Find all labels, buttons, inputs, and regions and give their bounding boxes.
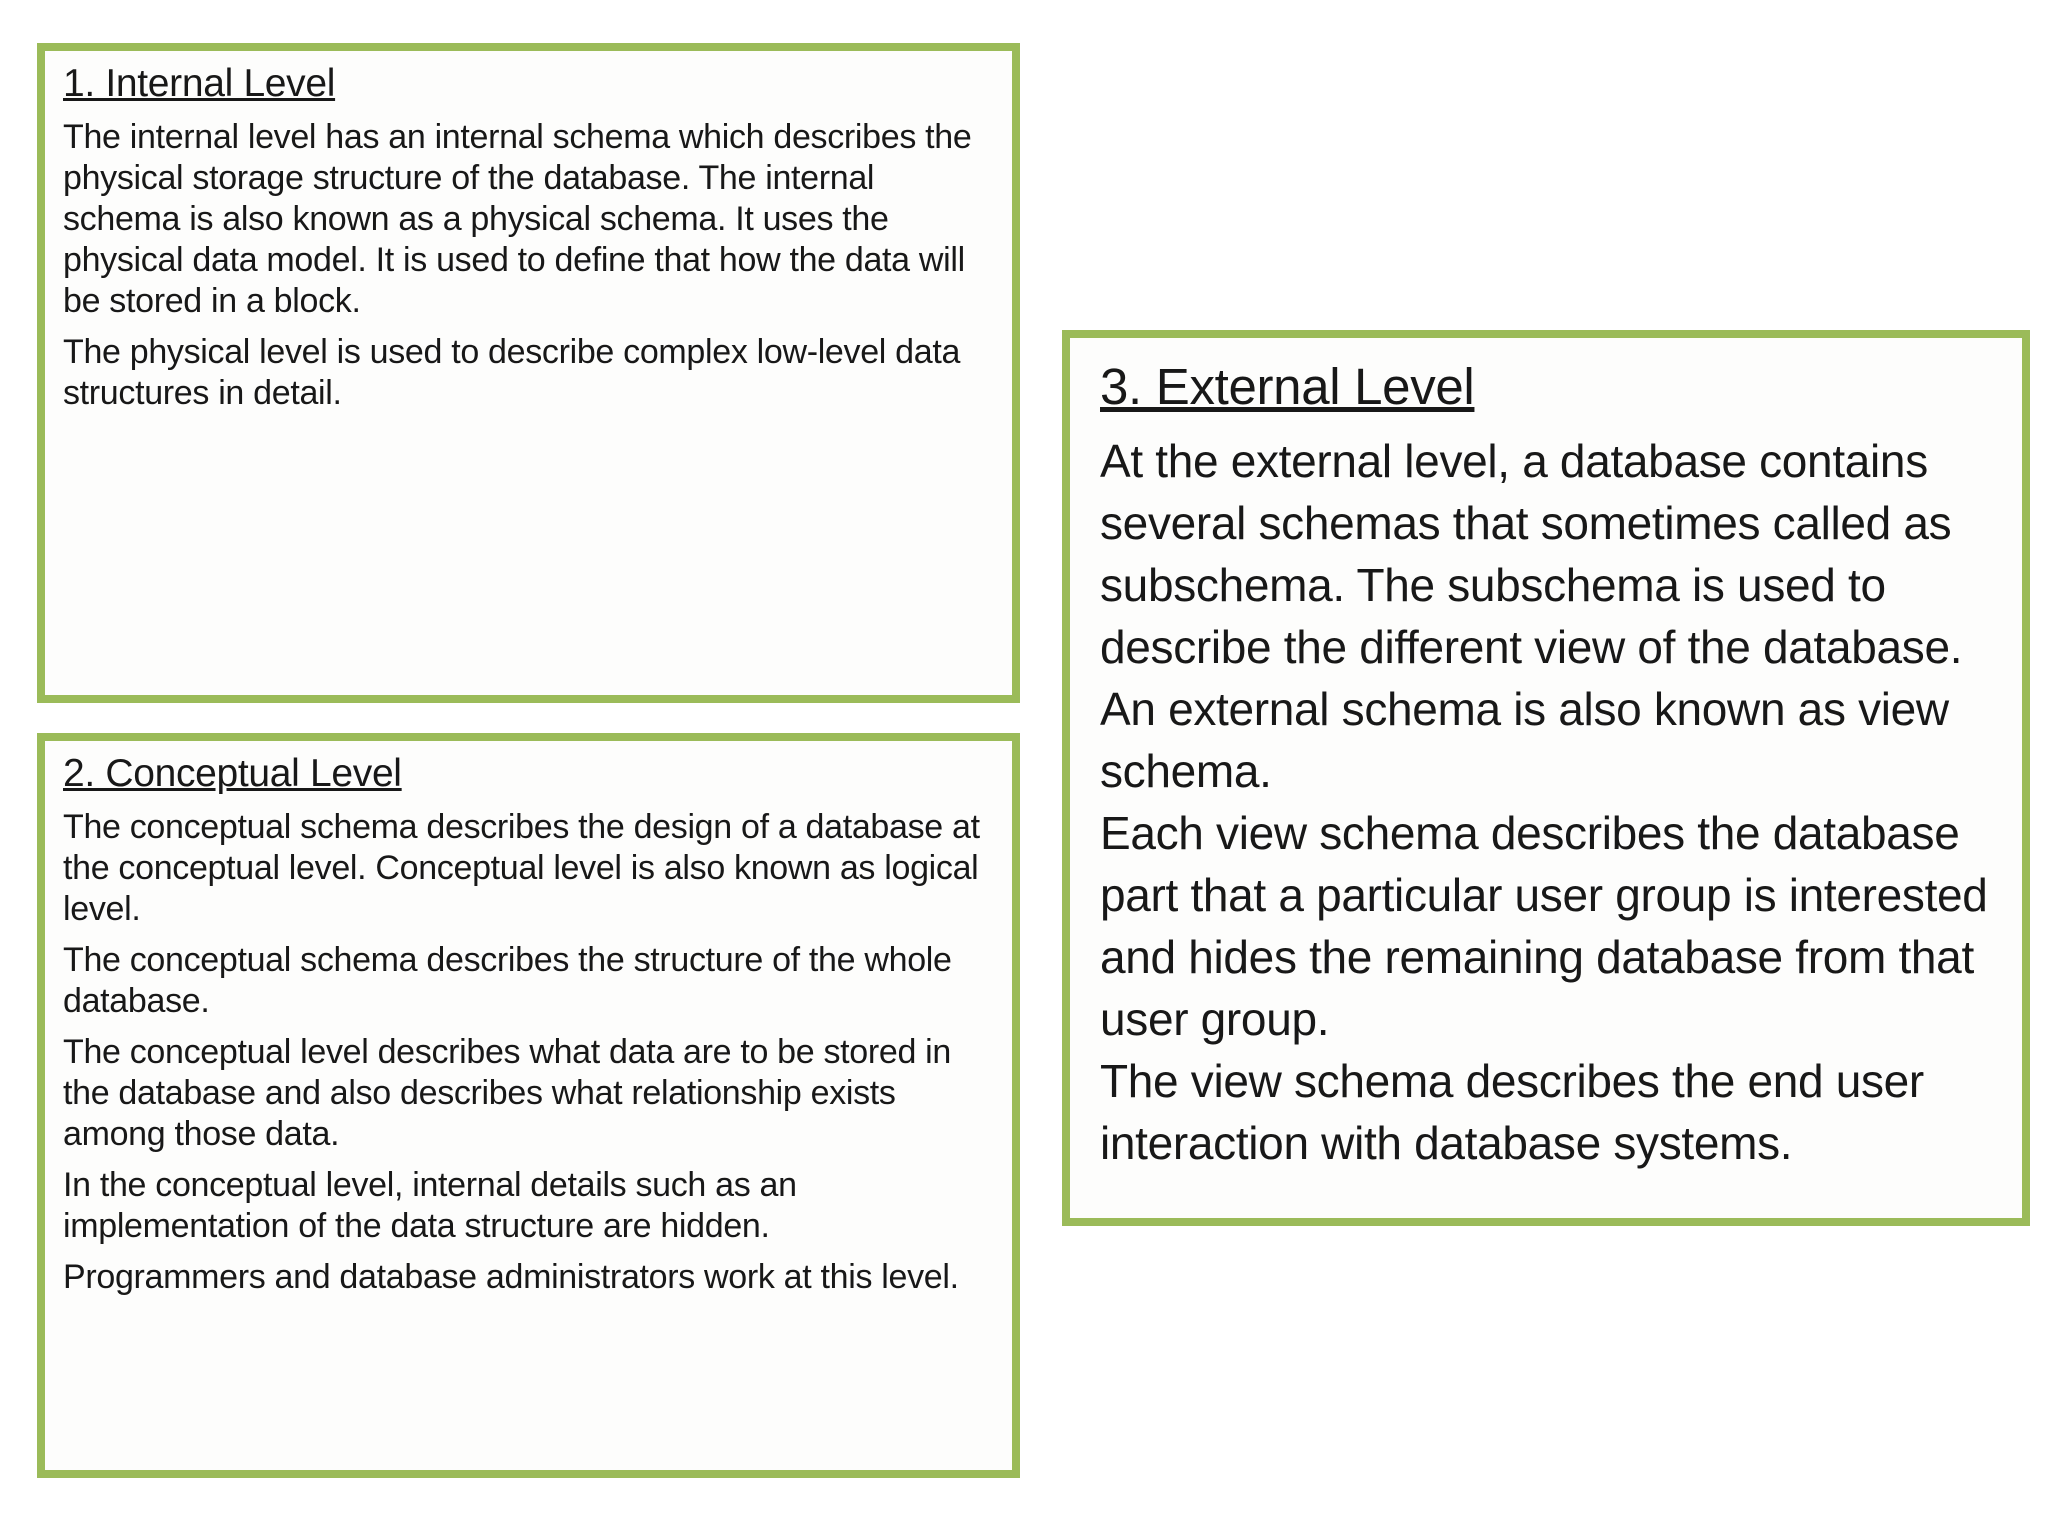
external-level-heading: 3. External Level [1100, 358, 1475, 415]
external-level-paragraph: The view schema describes the end user i… [1100, 1055, 1924, 1169]
conceptual-level-paragraph: Programmers and database administrators … [63, 1258, 959, 1296]
external-level-paragraph: At the external level, a database contai… [1100, 435, 1963, 797]
conceptual-level-paragraph: The conceptual level describes what data… [63, 1033, 952, 1153]
panel-external-level: 3. External Level At the external level,… [1062, 330, 2030, 1226]
internal-level-paragraph: The internal level has an internal schem… [63, 118, 972, 320]
panel-conceptual-level: 2. Conceptual Level The conceptual schem… [37, 733, 1020, 1478]
external-level-paragraph: Each view schema describes the database … [1100, 807, 1988, 1045]
conceptual-level-paragraph: In the conceptual level, internal detail… [63, 1166, 797, 1245]
panel-internal-level: 1. Internal Level The internal level has… [37, 43, 1020, 703]
conceptual-level-paragraph: The conceptual schema describes the desi… [63, 808, 980, 928]
internal-level-paragraph: The physical level is used to describe c… [63, 333, 961, 412]
conceptual-level-paragraph: The conceptual schema describes the stru… [63, 941, 952, 1020]
internal-level-heading: 1. Internal Level [63, 62, 336, 105]
conceptual-level-heading: 2. Conceptual Level [63, 752, 402, 795]
